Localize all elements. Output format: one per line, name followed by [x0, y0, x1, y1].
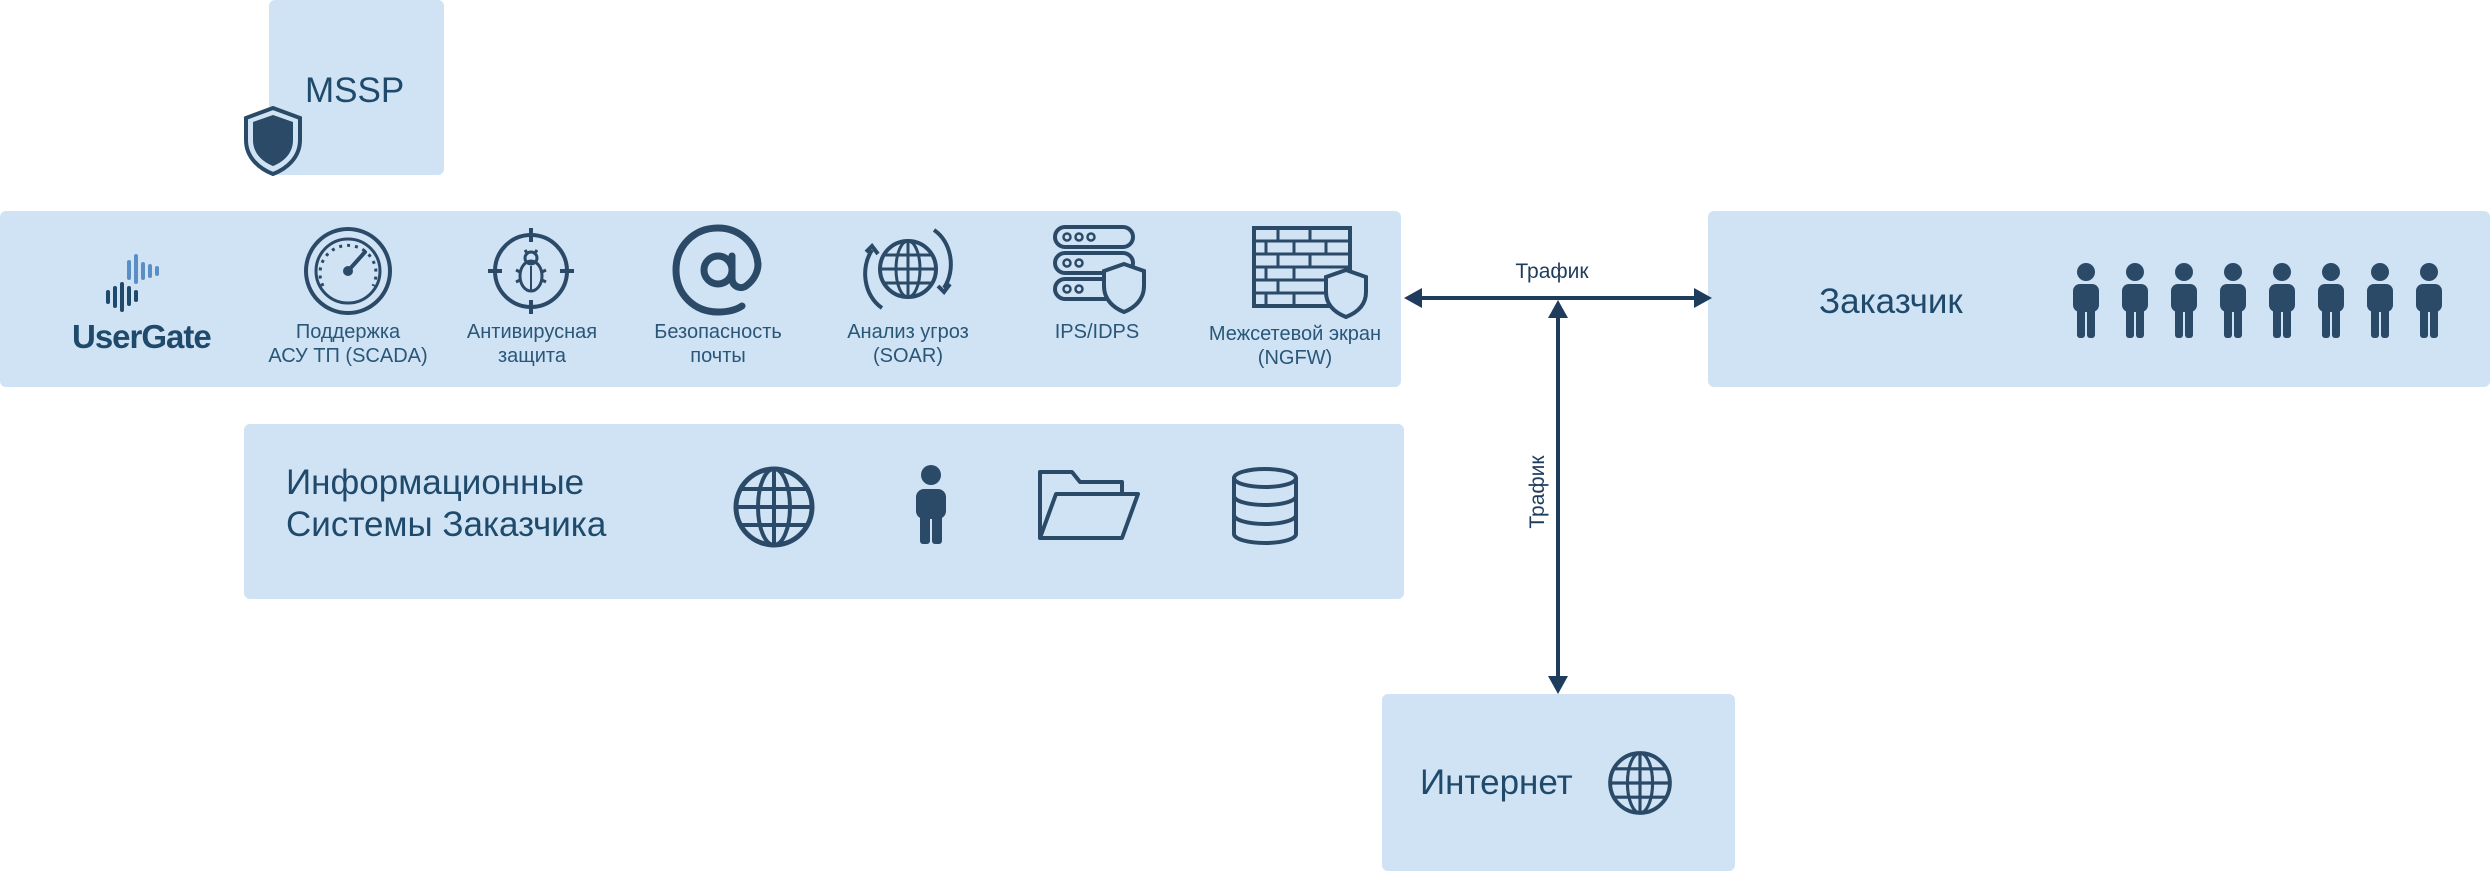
service-label-ips: IPS/IDPS [1054, 321, 1140, 343]
mssp-title: MSSP [305, 71, 405, 110]
arrowhead-down-icon [1548, 676, 1568, 694]
usergate-logo-icon [106, 254, 159, 312]
gauge-icon [304, 227, 392, 315]
service-label-soar: Анализ угроз (SOAR) [847, 321, 969, 367]
folder-icon [1038, 470, 1140, 540]
arrowhead-up-icon [1548, 300, 1568, 318]
service-label-email: Безопасность почты [654, 321, 782, 367]
people-icon [2073, 263, 2442, 338]
usergate-brand: UserGate [72, 318, 212, 355]
internet-box [1382, 694, 1735, 871]
shield-icon [244, 106, 302, 176]
arrowhead-right-icon [1694, 288, 1712, 308]
usergate-platform-box [0, 211, 1401, 387]
traffic-label-vertical: Трафик [1526, 455, 1549, 529]
globe-icon [733, 466, 815, 548]
customer-title: Заказчик [1819, 282, 1963, 321]
traffic-label-horizontal: Трафик [1515, 260, 1589, 283]
internet-title: Интернет [1420, 763, 1573, 802]
info-systems-box [244, 424, 1404, 599]
service-label-scada: Поддержка АСУ ТП (SCADA) [268, 321, 428, 367]
person-icon [916, 465, 946, 544]
database-icon [1232, 467, 1298, 546]
at-sign-icon [672, 224, 762, 316]
service-label-antivirus: Антивирусная защита [466, 321, 598, 367]
globe-cycle-icon [863, 228, 953, 310]
bug-target-icon [488, 228, 574, 314]
globe-icon [1608, 751, 1672, 815]
service-label-ngfw: Межсетевой экран (NGFW) [1208, 323, 1382, 369]
info-systems-title: Информационные Системы Заказчика [286, 463, 607, 544]
server-shield-icon [1053, 225, 1146, 315]
firewall-shield-icon [1252, 226, 1368, 320]
arrowhead-left-icon [1404, 288, 1422, 308]
